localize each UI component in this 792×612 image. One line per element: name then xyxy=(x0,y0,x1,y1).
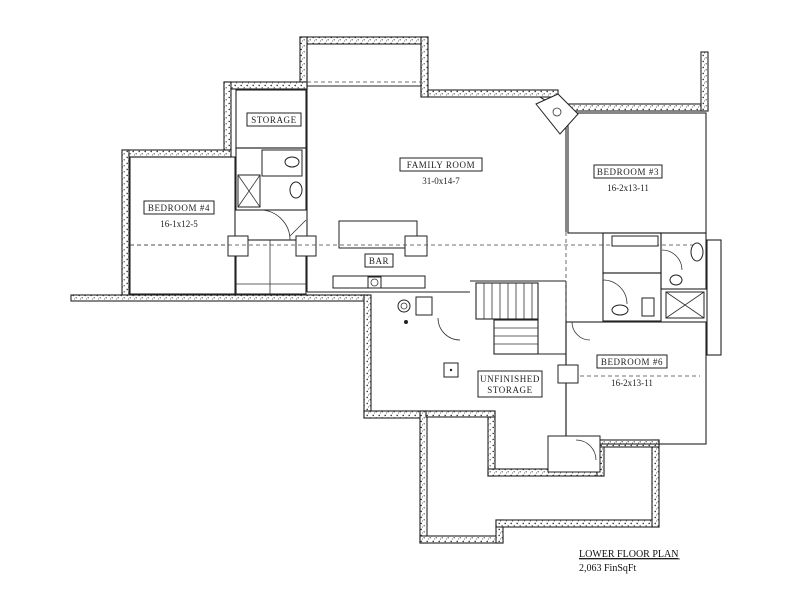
room-size-family-room: 31-0x14-7 xyxy=(422,176,460,186)
plan-caption: LOWER FLOOR PLAN 2,063 FinSqFt xyxy=(579,549,680,574)
room-name-unfinished-storage-line2: STORAGE xyxy=(487,385,533,395)
room-name-storage: STORAGE xyxy=(251,115,297,125)
room-name-bar: BAR xyxy=(369,256,389,266)
room-name-bedroom-6: BEDROOM #6 xyxy=(601,357,663,367)
room-name-bedroom-3: BEDROOM #3 xyxy=(597,167,659,177)
room-name-family-room: FAMILY ROOM xyxy=(407,160,475,170)
room-size-bedroom-3: 16-2x13-11 xyxy=(607,183,649,193)
room-name-unfinished-storage-line1: UNFINISHED xyxy=(480,374,540,384)
foundation-walls xyxy=(70,36,709,544)
caption-title: LOWER FLOOR PLAN xyxy=(579,549,678,560)
caption-area: 2,063 FinSqFt xyxy=(579,563,636,574)
room-labels: STORAGE FAMILY ROOM 31-0x14-7 BEDROOM #3… xyxy=(143,112,668,398)
stair-treads xyxy=(483,283,533,319)
room-size-bedroom-6: 16-2x13-11 xyxy=(611,378,653,388)
room-name-bedroom-4: BEDROOM #4 xyxy=(148,203,210,213)
room-size-bedroom-4: 16-1x12-5 xyxy=(160,219,198,229)
interior-walls xyxy=(129,44,722,473)
